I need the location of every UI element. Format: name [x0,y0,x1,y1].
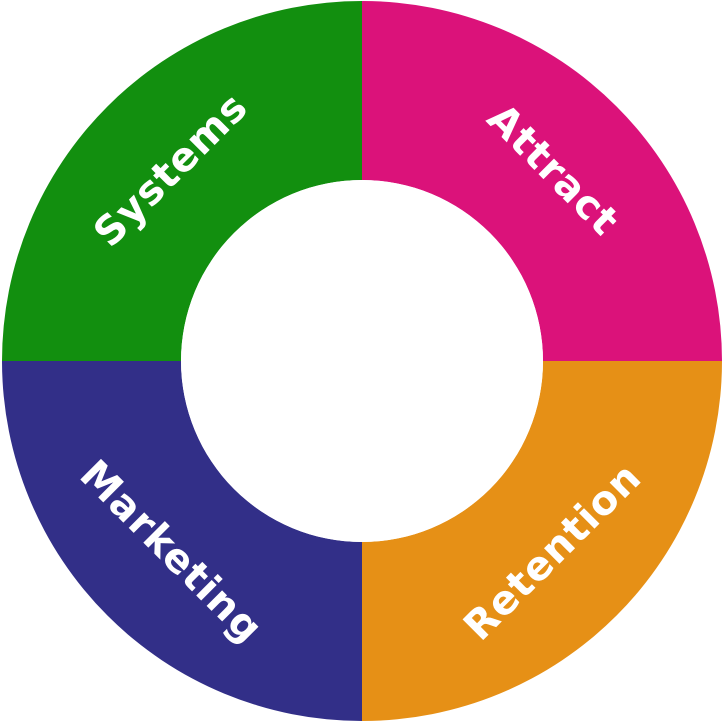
segment-marketing [2,361,362,721]
segment-attract [362,1,722,361]
center-hole [181,180,543,542]
segment-retention [362,361,722,721]
segment-systems [2,1,362,361]
